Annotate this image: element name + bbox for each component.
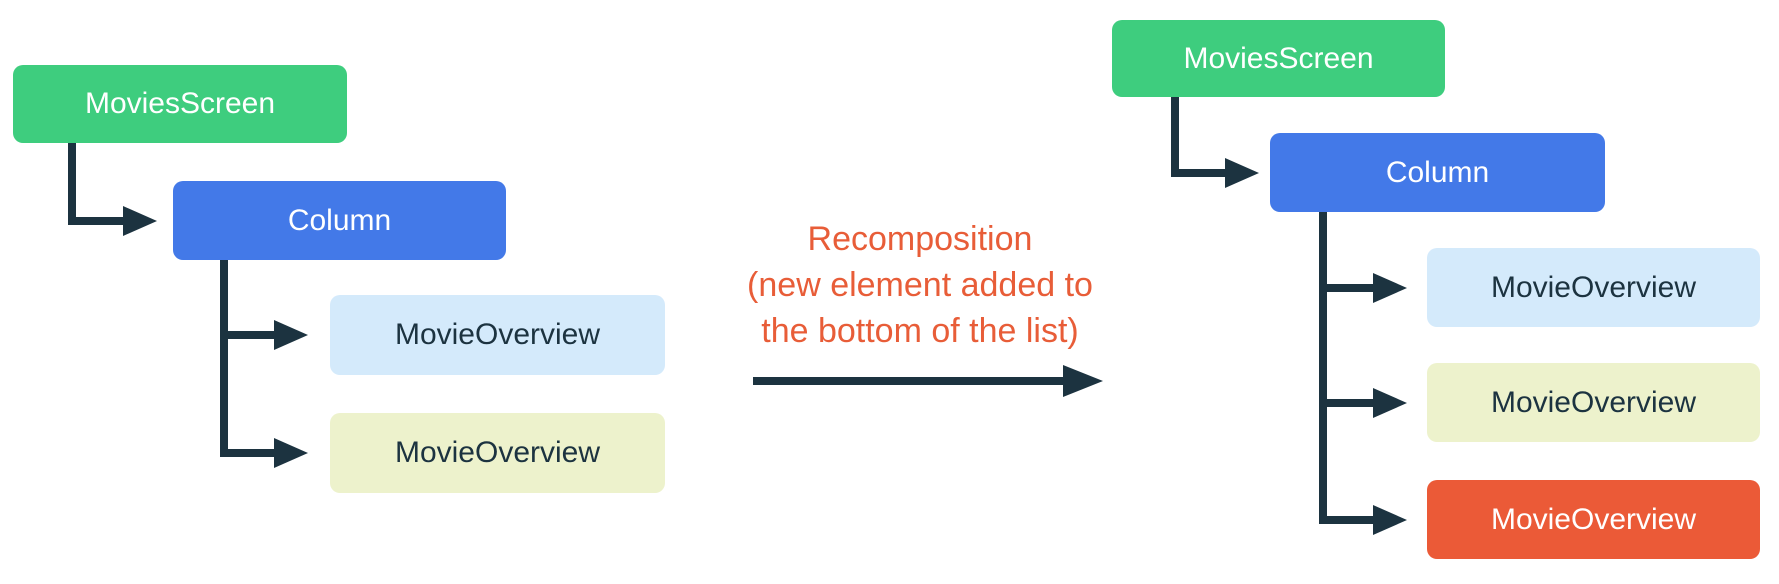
annotation-line-1: Recomposition (807, 220, 1033, 258)
right-root-connector-arrowhead (1225, 158, 1259, 188)
right-movieoverview-node-1: MovieOverview (1427, 248, 1760, 327)
recomposition-annotation: Recomposition (new element added to the … (700, 216, 1140, 354)
right-movieoverview-node-2: MovieOverview (1427, 363, 1760, 442)
recomposition-arrowhead (1063, 365, 1103, 397)
left-column-trunk-line (220, 260, 228, 457)
right-column-node: Column (1270, 133, 1605, 212)
left-branch1-arrowhead (274, 320, 308, 350)
right-root-connector-vline (1171, 97, 1179, 177)
left-moviesscreen-node: MoviesScreen (13, 65, 347, 143)
left-movieoverview-node-1: MovieOverview (330, 295, 665, 375)
left-root-connector-hline (68, 217, 125, 225)
recomposition-arrow-shaft (753, 377, 1065, 385)
right-branch2-arrowhead (1373, 388, 1407, 418)
left-root-connector-vline (68, 143, 76, 225)
right-root-connector-hline (1171, 169, 1227, 177)
left-branch1-line (220, 331, 276, 339)
right-column-trunk-line (1319, 212, 1327, 524)
right-branch3-line (1319, 516, 1375, 524)
right-branch2-line (1319, 399, 1375, 407)
right-branch3-arrowhead (1373, 505, 1407, 535)
left-branch2-line (220, 449, 276, 457)
right-movieoverview-node-3-new: MovieOverview (1427, 480, 1760, 559)
left-column-node: Column (173, 181, 506, 260)
right-branch1-arrowhead (1373, 273, 1407, 303)
left-branch2-arrowhead (274, 438, 308, 468)
left-movieoverview-node-2: MovieOverview (330, 413, 665, 493)
right-branch1-line (1319, 284, 1375, 292)
annotation-line-2: (new element added to (747, 266, 1093, 304)
left-root-connector-arrowhead (123, 206, 157, 236)
annotation-line-3: the bottom of the list) (761, 312, 1079, 350)
right-moviesscreen-node: MoviesScreen (1112, 20, 1445, 97)
